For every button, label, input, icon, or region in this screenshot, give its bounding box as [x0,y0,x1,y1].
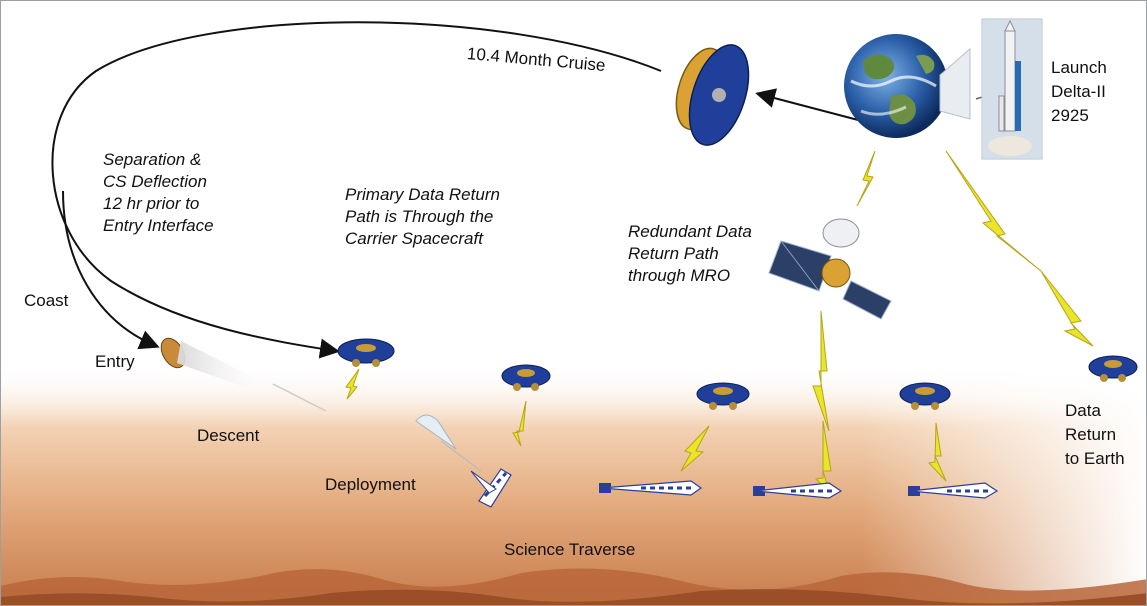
lightning-icon [927,422,947,482]
rocket-icon [939,18,1043,160]
coast-label: Coast [24,291,69,310]
redundant-path-label: Redundant Data Return Path through MRO [628,222,752,285]
aircraft-icon [599,480,703,496]
lightning-icon [812,310,830,432]
launch-label: Launch Delta-II 2925 [1051,58,1107,125]
separation-label: Separation & CS Deflection 12 hr prior t… [103,150,214,235]
cruise-trajectory [51,21,662,359]
earth-icon [844,34,948,138]
lightning-icon [945,150,1042,272]
parachute-icon [415,414,482,472]
lightning-icon [512,400,527,447]
mars-surface [1,366,1146,605]
lightning-icon [1040,270,1094,347]
lightning-icon [345,368,360,400]
primary-path-label: Primary Data Return Path is Through the … [345,185,500,248]
data-return-label: Data Return to Earth [1065,401,1125,468]
mro-satellite-icon [768,218,892,320]
lander-icon [1088,355,1138,382]
science-traverse-label: Science Traverse [504,540,636,559]
carrier-spacecraft-icon [675,44,750,146]
lander-icon [899,382,951,410]
lightning-icon [680,425,710,472]
lightning-icon [856,150,876,207]
coast-trajectory [62,190,160,350]
entry-capsule-icon [160,337,271,393]
aircraft-icon [908,482,999,499]
lander-icon [501,364,551,391]
deployment-label: Deployment [325,475,416,494]
lander-icon [337,338,395,367]
aircraft-icon [470,468,512,508]
lander-icon [696,382,750,410]
descent-label: Descent [197,426,260,445]
aircraft-icon [753,482,843,499]
entry-label: Entry [95,352,135,371]
